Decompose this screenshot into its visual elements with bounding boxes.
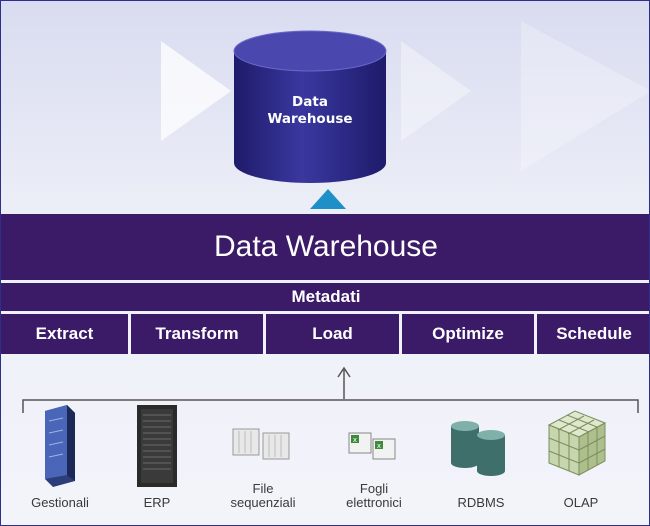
up-arrow-icon [310,189,346,209]
step-extract: Extract [1,314,128,354]
source-label-fogli-elettronici: Fogli elettronici [346,481,402,510]
erp-server-icon [137,405,177,487]
flow-arrow-head [337,366,351,378]
olap-cube-icon [547,410,607,476]
cylinder-label-line1: Data [292,94,328,110]
metadata-bar: Metadati [1,283,649,311]
cylinder-label: Data Warehouse [226,94,394,128]
etl-steps-row: Extract Transform Load Optimize Schedule [1,314,649,354]
source-label-olap: OLAP [563,495,599,510]
server-tower-icon [45,405,75,487]
data-warehouse-cylinder [233,30,387,183]
data-warehouse-title: Data Warehouse [1,214,649,280]
source-label-rdbms: RDBMS [457,495,505,510]
sources-graphics: x x [22,366,639,487]
spreadsheet-files-icon: x x [348,432,396,460]
svg-text:x: x [377,442,381,450]
source-label-file-sequenziali: File sequenziali [230,481,296,510]
step-schedule: Schedule [537,314,649,354]
source-label-gestionali: Gestionali [31,495,89,510]
sequential-files-icon [232,428,290,460]
svg-text:x: x [353,436,357,444]
source-label-erp: ERP [143,495,171,510]
step-load: Load [266,314,399,354]
database-cylinders-icon [451,421,505,476]
step-transform: Transform [131,314,263,354]
sources-bracket [22,399,639,413]
step-optimize: Optimize [402,314,534,354]
cylinder-label-line2: Warehouse [267,111,353,127]
